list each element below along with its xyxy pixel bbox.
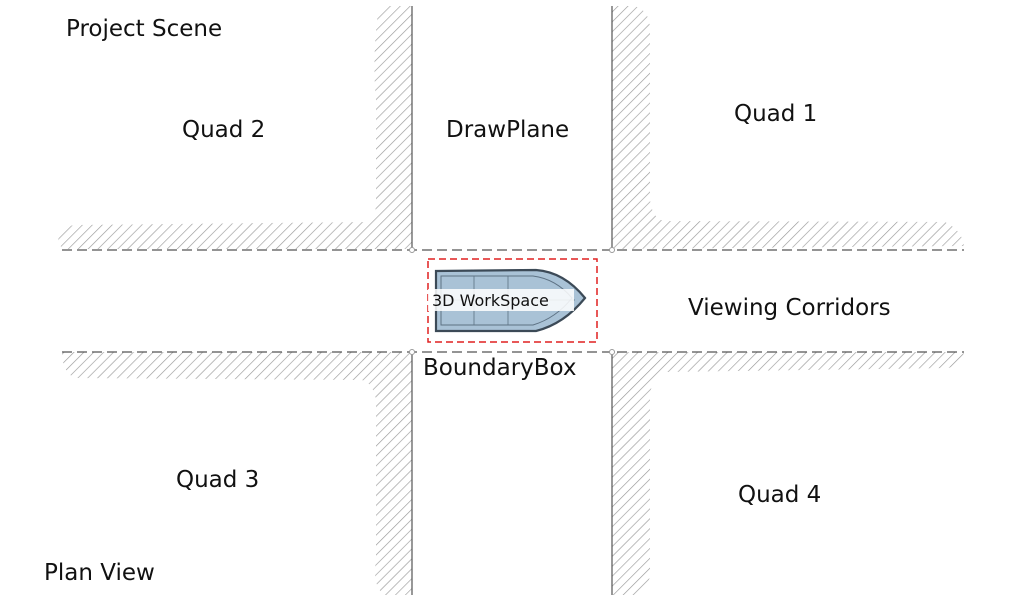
viewing-corridors-label: Viewing Corridors [688,295,891,321]
boat-icon [428,268,587,333]
wall-bottom-left [62,352,412,595]
diagram-labels: Project Scene Plan View Quad 2 DrawPlane… [44,16,891,586]
workspace-label-background [428,289,574,311]
wall-top-left [58,5,412,249]
corner-marker [609,349,615,355]
corner-markers [409,247,615,355]
corner-marker [409,349,415,355]
wall-lines [62,6,964,595]
quad-2-label: Quad 2 [182,117,265,143]
workspace-label: 3D WorkSpace [432,291,549,310]
quad-3-label: Quad 3 [176,467,259,493]
title-label: Project Scene [66,16,222,42]
boundarybox-label: BoundaryBox [423,355,577,381]
drawplane-label: DrawPlane [446,117,569,143]
corner-marker [609,247,615,253]
corner-marker [409,247,415,253]
wall-hatching [58,5,964,595]
wall-top-right [612,6,964,249]
quad-4-label: Quad 4 [738,482,821,508]
quad-1-label: Quad 1 [734,101,817,127]
wall-bottom-right [612,352,964,595]
plan-view-label: Plan View [44,560,155,586]
